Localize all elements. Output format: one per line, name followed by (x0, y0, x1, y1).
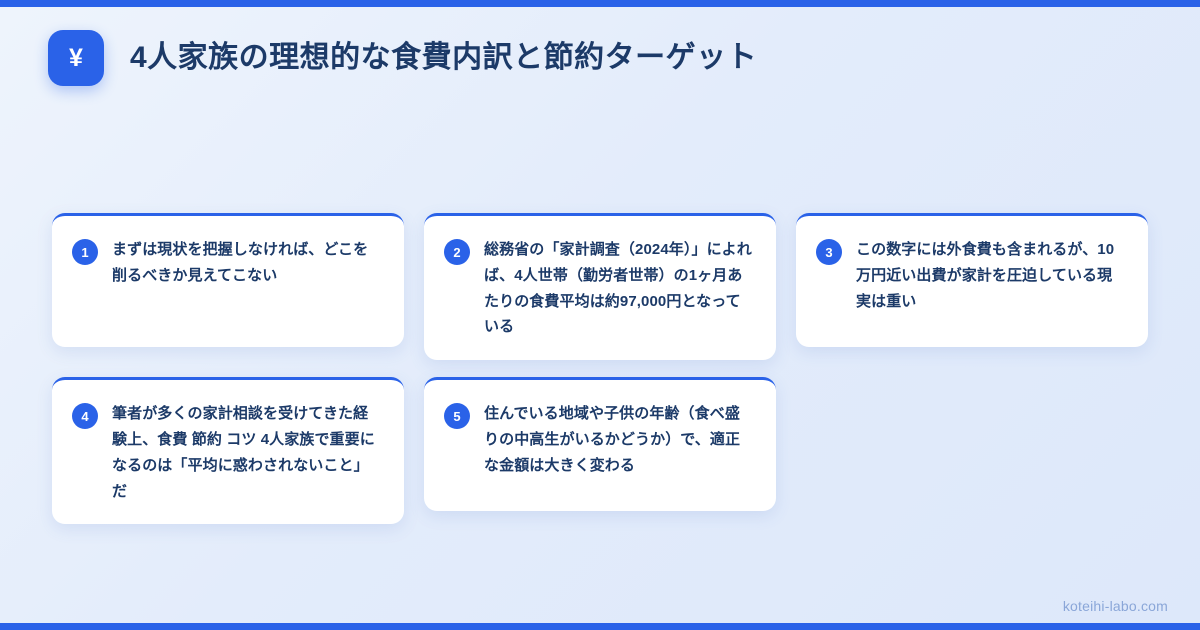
item-number-badge: 1 (72, 239, 98, 265)
item-number-badge: 3 (816, 239, 842, 265)
top-accent-bar (0, 0, 1200, 7)
item-text: まずは現状を把握しなければ、どこを削るべきか見えてこない (112, 241, 369, 284)
page-header: ¥ 4人家族の理想的な食費内訳と節約ターゲット (48, 30, 757, 86)
site-watermark: koteihi-labo.com (1062, 598, 1168, 614)
yen-currency-icon: ¥ (48, 30, 104, 86)
list-item: 5 住んでいる地域や子供の年齢（食べ盛りの中高生がいるかどうか）で、適正な金額は… (424, 377, 776, 512)
item-number-badge: 4 (72, 403, 98, 430)
key-points-grid: 1 まずは現状を把握しなければ、どこを削るべきか見えてこない 2 総務省の「家計… (52, 213, 1148, 525)
list-item: 2 総務省の「家計調査（2024年）」によれば、4人世帯（勤労者世帯）の1ヶ月あ… (424, 213, 776, 361)
page-title: 4人家族の理想的な食費内訳と節約ターゲット (130, 41, 758, 74)
list-item: 3 この数字には外食費も含まれるが、10万円近い出費が家計を圧迫している現実は重… (796, 213, 1148, 347)
item-number-badge: 5 (444, 403, 470, 430)
item-number-badge: 2 (444, 239, 470, 265)
item-text: この数字には外食費も含まれるが、10万円近い出費が家計を圧迫している現実は重い (856, 241, 1115, 310)
list-item: 1 まずは現状を把握しなければ、どこを削るべきか見えてこない (52, 213, 404, 347)
bottom-accent-bar (0, 623, 1200, 630)
list-item: 4 筆者が多くの家計相談を受けてきた経験上、食費 節約 コツ 4人家族で重要にな… (52, 377, 404, 525)
item-text: 筆者が多くの家計相談を受けてきた経験上、食費 節約 コツ 4人家族で重要になるの… (112, 405, 375, 500)
item-text: 総務省の「家計調査（2024年）」によれば、4人世帯（勤労者世帯）の1ヶ月あたり… (484, 241, 752, 336)
item-text: 住んでいる地域や子供の年齢（食べ盛りの中高生がいるかどうか）で、適正な金額は大き… (484, 405, 741, 474)
